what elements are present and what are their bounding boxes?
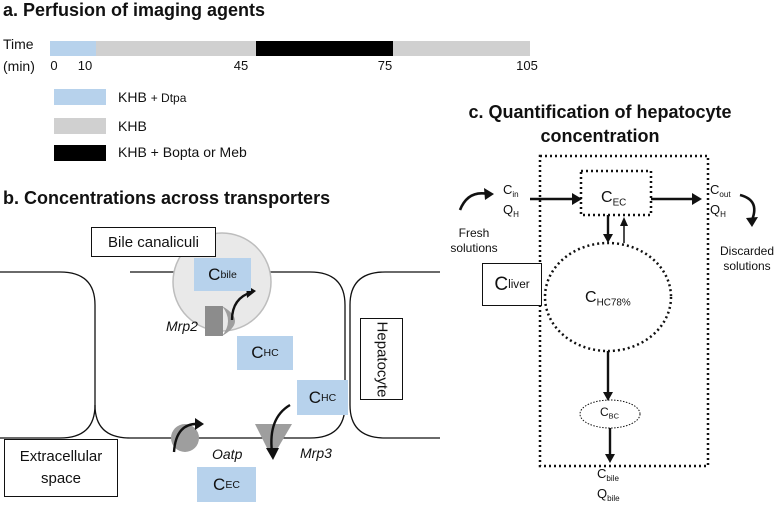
c-bile-out-label: Cbile Qbile bbox=[597, 466, 620, 503]
cell-top-left-line bbox=[0, 271, 96, 439]
c-bc-label: CBC bbox=[600, 405, 620, 421]
tick-75: 75 bbox=[377, 58, 393, 73]
panel-c-title: c. Quantification of hepatocyte concentr… bbox=[468, 102, 732, 146]
discarded-curved-arrow bbox=[739, 193, 756, 221]
legend-label-dtpa: KHB + Dtpa bbox=[118, 89, 187, 105]
mrp3-label: Mrp3 bbox=[300, 445, 332, 461]
timeline-segment-10-45 bbox=[95, 41, 256, 56]
timeline-segment-45-75 bbox=[255, 41, 393, 56]
legend-swatch-khb bbox=[54, 118, 106, 134]
legend-label-bopta: KHB + Bopta or Meb bbox=[118, 144, 247, 160]
tick-45: 45 bbox=[233, 58, 249, 73]
legend-label-khb: KHB bbox=[118, 118, 147, 134]
extracellular-space-label: Extracellular space bbox=[4, 439, 118, 497]
mrp2-label: Mrp2 bbox=[166, 318, 198, 334]
discarded-solutions-label: Discarded solutions bbox=[719, 244, 775, 273]
quantification-diagram bbox=[458, 154, 758, 468]
timeline-bar bbox=[50, 41, 530, 56]
timeline-segment-75-105 bbox=[392, 41, 530, 56]
legend-swatch-dtpa bbox=[54, 89, 106, 105]
c-ec-dotted-box bbox=[579, 169, 653, 217]
mrp3-transporter bbox=[255, 424, 292, 458]
oatp-label: Oatp bbox=[212, 446, 243, 462]
mrp3-arrow bbox=[270, 403, 291, 453]
c-ec-label: CEC bbox=[601, 189, 627, 209]
liver-dotted-box bbox=[538, 154, 710, 468]
hepatocyte-label: Hepatocyte bbox=[360, 318, 403, 400]
tick-105: 105 bbox=[516, 58, 538, 73]
c-out-label: Cout QH bbox=[710, 182, 731, 219]
timeline-segment-0-10 bbox=[50, 41, 96, 56]
mrp2-transporter bbox=[205, 306, 223, 336]
bile-canaliculi-label: Bile canaliculi bbox=[91, 227, 216, 257]
panel-a-title: a. Perfusion of imaging agents bbox=[3, 0, 266, 20]
oatp-transporter bbox=[171, 424, 199, 452]
c-bc-ellipse bbox=[579, 399, 641, 429]
time-unit-label: (min) bbox=[3, 58, 35, 74]
fresh-curved-arrow bbox=[458, 192, 489, 211]
cell-outline bbox=[94, 271, 346, 439]
time-label: Time bbox=[3, 36, 34, 52]
cell-right-line bbox=[349, 271, 440, 439]
legend-swatch-bopta bbox=[54, 145, 106, 161]
c-in-label: Cin QH bbox=[503, 182, 519, 219]
fresh-solutions-label: Fresh solutions bbox=[450, 226, 498, 255]
tick-10: 10 bbox=[77, 58, 93, 73]
c-hc78-label: CHC78% bbox=[585, 289, 631, 309]
tick-0: 0 bbox=[50, 58, 58, 73]
panel-b-title: b. Concentrations across transporters bbox=[3, 188, 331, 208]
